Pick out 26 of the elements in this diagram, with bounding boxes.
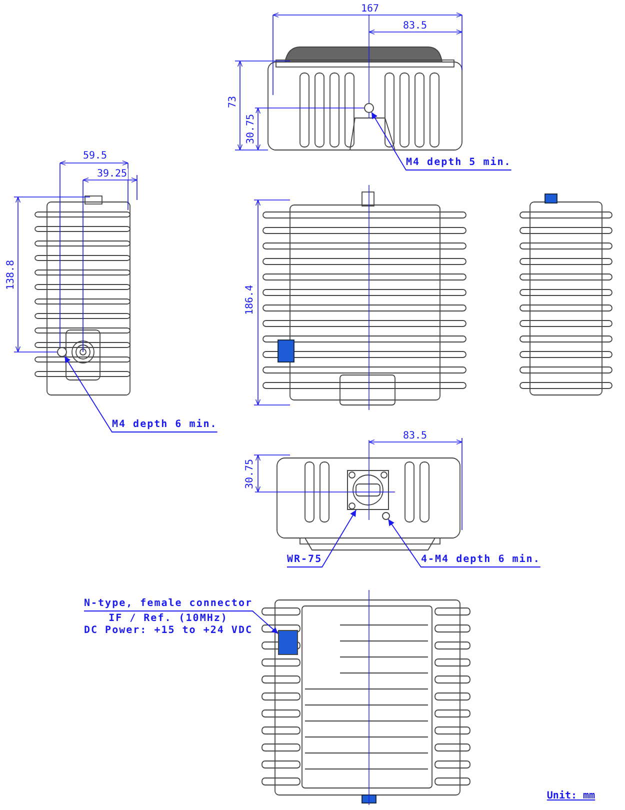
mounting-hole (57, 347, 67, 357)
dimension-value: 167 (360, 4, 380, 14)
callout-text: IF / Ref. (10MHz) (108, 613, 228, 625)
dimension-value: 83.5 (402, 20, 428, 32)
dimension-value: 30.75 (244, 458, 256, 490)
callout-text: N-type, female connector (84, 598, 252, 610)
dimension-value: 39.25 (96, 168, 128, 180)
flange-part (278, 630, 298, 655)
leader-line (84, 610, 278, 634)
leader-line (64, 356, 218, 432)
dimension-value: 59.5 (82, 150, 108, 162)
dimension-value: 73 (228, 94, 238, 110)
callout-text: M4 depth 6 min. (112, 419, 218, 431)
flange-part (347, 470, 389, 510)
unit-note: Unit: mm (546, 790, 596, 802)
callout-text: WR-75 (287, 554, 322, 566)
callout-text: DC Power: +15 to +24 VDC (84, 625, 252, 637)
dimension-value: 186.4 (244, 284, 256, 316)
leader-line (286, 510, 357, 568)
dimension-value: 83.5 (402, 430, 428, 442)
leader-line (371, 112, 512, 170)
leader-line (388, 518, 541, 568)
callout-text: M4 depth 5 min. (406, 157, 512, 169)
callout-text: 4-M4 depth 6 min. (421, 554, 540, 566)
dimension-value: 30.75 (246, 112, 256, 146)
dimension-value: 138.8 (6, 258, 16, 292)
